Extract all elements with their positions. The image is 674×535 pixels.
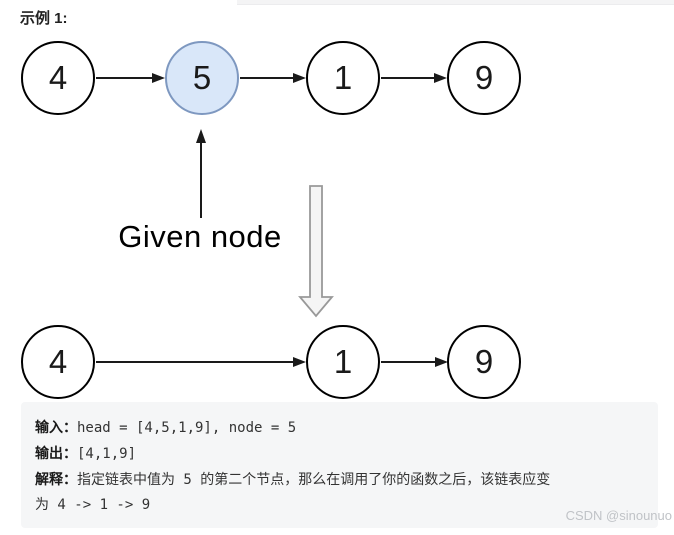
example-explanation-line1: 解释：指定链表中值为 5 的第二个节点，那么在调用了你的函数之后，该链表应变 bbox=[35, 467, 644, 493]
node-value: 5 bbox=[192, 59, 212, 96]
list-node-before-9: 9 bbox=[447, 41, 521, 115]
output-label: 输出： bbox=[35, 445, 77, 461]
node-value: 4 bbox=[48, 59, 68, 96]
csdn-watermark: CSDN @sinounuo bbox=[565, 508, 672, 523]
example-input-line: 输入：head = [4,5,1,9], node = 5 bbox=[35, 415, 644, 441]
input-value: head = [4,5,1,9], node = 5 bbox=[77, 420, 297, 436]
list-node-after-4: 4 bbox=[21, 325, 95, 399]
node-value: 1 bbox=[333, 343, 353, 380]
arrow-after-1-to-9 bbox=[381, 357, 448, 367]
node-value: 1 bbox=[333, 59, 353, 96]
arrow-after-4-to-1 bbox=[96, 357, 306, 367]
list-node-before-1: 1 bbox=[306, 41, 380, 115]
example-heading: 示例 1: bbox=[20, 10, 68, 27]
explanation-label: 解释： bbox=[35, 471, 77, 487]
node-value: 9 bbox=[474, 59, 494, 96]
arrow-before-5-to-1 bbox=[240, 73, 306, 83]
arrow-transformation-down bbox=[298, 185, 334, 318]
output-value: [4,1,9] bbox=[77, 446, 137, 462]
list-node-before-4: 4 bbox=[21, 41, 95, 115]
arrow-before-1-to-9 bbox=[381, 73, 447, 83]
node-value: 4 bbox=[48, 343, 68, 380]
input-label: 输入： bbox=[35, 419, 77, 435]
node-value: 9 bbox=[474, 343, 494, 380]
example-code-block: 输入：head = [4,5,1,9], node = 5 输出：[4,1,9]… bbox=[21, 402, 658, 528]
top-partial-bar bbox=[237, 0, 674, 5]
example-output-line: 输出：[4,1,9] bbox=[35, 441, 644, 467]
arrow-given-node-pointer bbox=[196, 129, 206, 218]
given-node-label: Given node bbox=[118, 219, 282, 254]
list-node-after-1: 1 bbox=[306, 325, 380, 399]
list-node-before-5-highlighted: 5 bbox=[165, 41, 239, 115]
explanation-text-1: 指定链表中值为 5 的第二个节点，那么在调用了你的函数之后，该链表应变 bbox=[77, 472, 551, 488]
list-node-after-9: 9 bbox=[447, 325, 521, 399]
example-explanation-line2: 为 4 -> 1 -> 9 bbox=[35, 493, 644, 518]
arrow-before-4-to-5 bbox=[96, 73, 165, 83]
explanation-text-2: 为 4 -> 1 -> 9 bbox=[35, 497, 151, 513]
